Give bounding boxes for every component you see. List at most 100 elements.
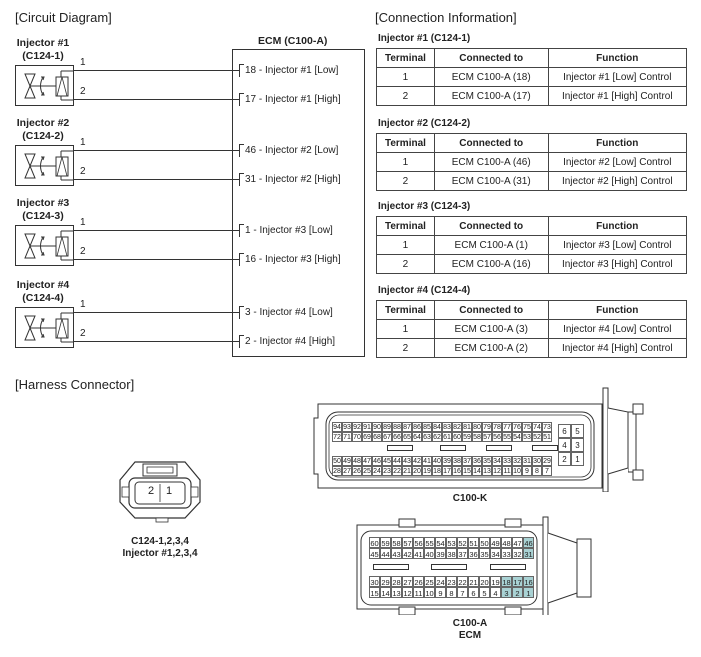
table-cell: Injector #4 [High] Control bbox=[547, 338, 688, 358]
c100k-pin: 64 bbox=[412, 432, 422, 442]
c100k-pin: 48 bbox=[352, 456, 362, 466]
c100k-pin: 45 bbox=[382, 456, 392, 466]
c100k-pin: 92 bbox=[352, 422, 362, 432]
c100k-pin: 14 bbox=[472, 466, 482, 476]
c124-pin-2: 2 bbox=[148, 485, 155, 497]
ecm-pin-bracket bbox=[239, 253, 244, 266]
c100k-pin: 84 bbox=[432, 422, 442, 432]
c100k-plug-icon bbox=[628, 403, 644, 481]
injector-pin-2-label: 2 bbox=[80, 328, 86, 339]
table-cell: 1 bbox=[376, 319, 435, 339]
c100k-pin: 58 bbox=[472, 432, 482, 442]
c100a-pin: 53 bbox=[446, 537, 457, 548]
c100k-pin: 41 bbox=[422, 456, 432, 466]
c100k-pin: 86 bbox=[412, 422, 422, 432]
c100k-pin: 22 bbox=[392, 466, 402, 476]
c100a-pin: 24 bbox=[435, 576, 446, 587]
c100a-pin: 41 bbox=[413, 548, 424, 559]
c100k-small-pin: 6 bbox=[558, 424, 571, 438]
c100a-pin: 13 bbox=[391, 587, 402, 598]
ecm-pin-text: 31 - Injector #2 [High] bbox=[245, 174, 341, 186]
c100a-pin: 35 bbox=[479, 548, 490, 559]
wire-high bbox=[73, 99, 239, 100]
c100k-pin: 63 bbox=[422, 432, 432, 442]
ecm-pin-label: 16 - Injector #3 [High] bbox=[239, 253, 341, 266]
c100k-pin: 23 bbox=[382, 466, 392, 476]
c100a-pin: 56 bbox=[413, 537, 424, 548]
connection-table-title: Injector #1 (C124-1) bbox=[378, 33, 471, 44]
ecm-pin-text: 2 - Injector #4 [High] bbox=[245, 336, 336, 348]
c100a-pin: 37 bbox=[457, 548, 468, 559]
ecm-pin-text: 3 - Injector #4 [Low] bbox=[245, 307, 333, 319]
ecm-pin-text: 18 - Injector #1 [Low] bbox=[245, 65, 339, 77]
c100a-pin: 5 bbox=[479, 587, 490, 598]
ecm-pin-text: 16 - Injector #3 [High] bbox=[245, 254, 341, 266]
table-cell: ECM C100-A (3) bbox=[433, 319, 549, 339]
c100a-pin: 50 bbox=[479, 537, 490, 548]
c100a-pin: 60 bbox=[369, 537, 380, 548]
table-cell: ECM C100-A (1) bbox=[433, 235, 549, 255]
c100k-pin: 70 bbox=[352, 432, 362, 442]
c100k-pin: 51 bbox=[542, 432, 552, 442]
c100k-pin: 91 bbox=[362, 422, 372, 432]
ecm-box bbox=[232, 49, 365, 357]
injector-pin-2-label: 2 bbox=[80, 246, 86, 257]
c100a-pin: 14 bbox=[380, 587, 391, 598]
c100k-pin: 57 bbox=[482, 432, 492, 442]
c100a-pin: 42 bbox=[402, 548, 413, 559]
table-cell: Injector #3 [High] Control bbox=[547, 254, 688, 274]
c100a-pin: 19 bbox=[490, 576, 501, 587]
c100a-pin: 30 bbox=[369, 576, 380, 587]
c100a-key bbox=[490, 564, 526, 570]
c100k-pin: 50 bbox=[332, 456, 342, 466]
c100k-pin: 46 bbox=[372, 456, 382, 466]
c100k-pin: 89 bbox=[382, 422, 392, 432]
c100k-key bbox=[387, 445, 413, 451]
injector-solenoid-icon bbox=[24, 150, 73, 181]
injector-box bbox=[15, 307, 74, 348]
table-header: Connected to bbox=[433, 133, 549, 153]
table-header: Terminal bbox=[376, 48, 435, 68]
c100a-pin: 6 bbox=[468, 587, 479, 598]
c100k-small-pin: 1 bbox=[571, 452, 584, 466]
c100a-pin: 48 bbox=[501, 537, 512, 548]
c100a-pin: 33 bbox=[501, 548, 512, 559]
c100a-pin: 38 bbox=[446, 548, 457, 559]
c100a-pin: 22 bbox=[457, 576, 468, 587]
c100k-key bbox=[440, 445, 466, 451]
c100a-pin: 29 bbox=[380, 576, 391, 587]
ecm-pin-bracket bbox=[239, 93, 244, 106]
ecm-pin-label: 31 - Injector #2 [High] bbox=[239, 173, 341, 186]
table-cell: ECM C100-A (17) bbox=[433, 86, 549, 106]
c100k-pin: 65 bbox=[402, 432, 412, 442]
c100k-pin: 26 bbox=[352, 466, 362, 476]
ecm-pin-label: 3 - Injector #4 [Low] bbox=[239, 306, 333, 319]
table-cell: 2 bbox=[376, 86, 435, 106]
c100k-pin: 88 bbox=[392, 422, 402, 432]
wire-low bbox=[73, 230, 239, 231]
injector-title: Injector #4(C124-4) bbox=[8, 279, 78, 305]
c100a-pin: 15 bbox=[369, 587, 380, 598]
injector-connector: (C124-2) bbox=[22, 130, 64, 142]
c100a-pin: 39 bbox=[435, 548, 446, 559]
table-cell: Injector #1 [Low] Control bbox=[547, 67, 688, 87]
c100k-pin: 18 bbox=[432, 466, 442, 476]
c100a-pin: 40 bbox=[424, 548, 435, 559]
circuit-diagram-title: [Circuit Diagram] bbox=[15, 10, 112, 25]
c100k-pin: 13 bbox=[482, 466, 492, 476]
ecm-pin-text: 1 - Injector #3 [Low] bbox=[245, 225, 333, 237]
injector-connector: (C124-1) bbox=[22, 50, 64, 62]
table-cell: ECM C100-A (16) bbox=[433, 254, 549, 274]
injector-pin-1-label: 1 bbox=[80, 299, 86, 310]
injector-title: Injector #2(C124-2) bbox=[8, 117, 78, 143]
table-cell: Injector #4 [Low] Control bbox=[547, 319, 688, 339]
c100k-small-pin: 2 bbox=[558, 452, 571, 466]
